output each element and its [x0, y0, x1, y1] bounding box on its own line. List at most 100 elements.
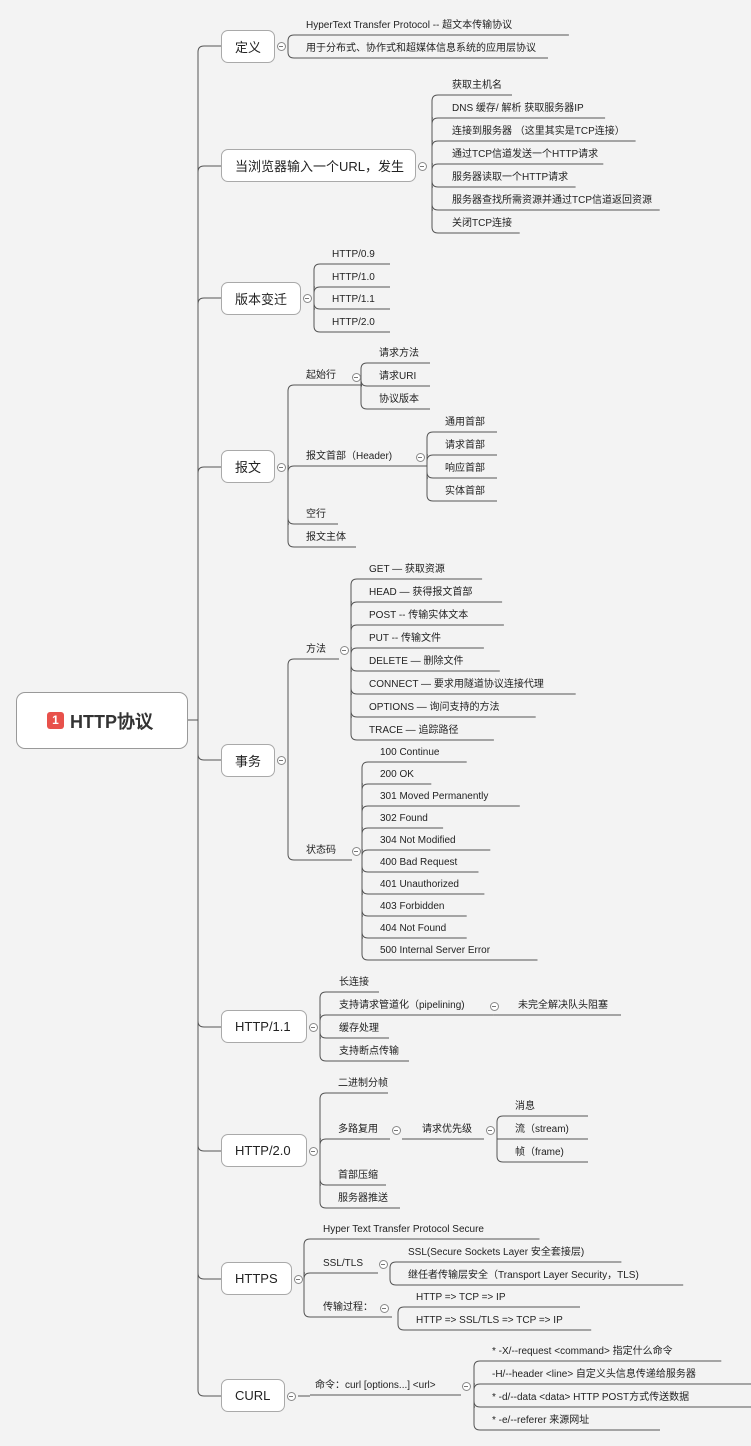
topic-http2-collapse-toggle[interactable]: [308, 1146, 318, 1156]
header-item[interactable]: 响应首部: [445, 463, 485, 474]
ssl-tls-item[interactable]: SSL(Secure Sockets Layer 安全套接层): [408, 1247, 585, 1258]
http11-item[interactable]: 缓存处理: [339, 1023, 379, 1034]
version-item[interactable]: HTTP/2.0: [332, 317, 375, 328]
status-code-item[interactable]: 304 Not Modified: [380, 835, 456, 846]
topic-definition[interactable]: 定义: [221, 30, 275, 63]
definition-item[interactable]: 用于分布式、协作式和超媒体信息系统的应用层协议: [306, 43, 536, 54]
browser-step[interactable]: 连接到服务器 （这里其实是TCP连接）: [452, 126, 625, 137]
multiplexing[interactable]: 多路复用: [338, 1124, 378, 1135]
method-item[interactable]: HEAD — 获得报文首部: [369, 587, 473, 598]
topic-http11[interactable]: HTTP/1.1: [221, 1010, 307, 1043]
status-code-item[interactable]: 400 Bad Request: [380, 857, 458, 868]
binary-framing[interactable]: 二进制分帧: [338, 1078, 388, 1089]
status-code-item[interactable]: 301 Moved Permanently: [380, 791, 489, 802]
http11-item[interactable]: 长连接: [339, 977, 369, 988]
header-item[interactable]: 实体首部: [445, 486, 485, 497]
priority-item[interactable]: 消息: [515, 1101, 535, 1112]
browser-step[interactable]: 服务器查找所需资源并通过TCP信道返回资源: [452, 195, 652, 206]
status-code-item[interactable]: 100 Continue: [380, 747, 440, 758]
topic-http11-collapse-toggle[interactable]: [308, 1022, 318, 1032]
header-item[interactable]: 请求首部: [445, 440, 485, 451]
topic-message-collapse-toggle[interactable]: [276, 462, 286, 472]
browser-step[interactable]: 服务器读取一个HTTP请求: [452, 172, 569, 183]
ssl-tls[interactable]: SSL/TLS: [323, 1258, 364, 1269]
message-body[interactable]: 报文主体: [306, 532, 346, 543]
server-push[interactable]: 服务器推送: [338, 1193, 388, 1204]
topic-https[interactable]: HTTPS: [221, 1262, 292, 1295]
priority-item[interactable]: 流（stream): [515, 1124, 569, 1135]
topic-versions[interactable]: 版本变迁: [221, 282, 301, 315]
start-line-item[interactable]: 协议版本: [379, 394, 419, 405]
version-item[interactable]: HTTP/1.1: [332, 294, 375, 305]
http11-item[interactable]: 支持断点传输: [339, 1046, 399, 1057]
browser-step[interactable]: 关闭TCP连接: [452, 218, 512, 229]
methods-collapse-toggle[interactable]: [339, 645, 349, 655]
http11-item[interactable]: 支持请求管道化（pipelining): [339, 1000, 465, 1011]
method-item[interactable]: OPTIONS — 询问支持的方法: [369, 702, 500, 713]
curl-option[interactable]: * -X/--request <command> 指定什么命令: [492, 1346, 673, 1357]
method-item[interactable]: PUT -- 传输文件: [369, 633, 442, 644]
browser-step[interactable]: DNS 缓存/ 解析 获取服务器IP: [452, 103, 584, 114]
method-item[interactable]: POST -- 传输实体文本: [369, 610, 469, 621]
request-priority[interactable]: 请求优先级: [422, 1124, 472, 1135]
topic-curl[interactable]: CURL: [221, 1379, 285, 1412]
priority-item[interactable]: 帧（frame): [515, 1147, 564, 1158]
header-item[interactable]: 通用首部: [445, 417, 485, 428]
topic-versions-collapse-toggle[interactable]: [302, 293, 312, 303]
curl-command-collapse-toggle[interactable]: [461, 1381, 471, 1391]
browser-step[interactable]: 通过TCP信道发送一个HTTP请求: [452, 149, 599, 160]
topic-https-collapse-toggle[interactable]: [293, 1274, 303, 1284]
start-line-item[interactable]: 请求方法: [379, 348, 419, 359]
status-codes-collapse-toggle[interactable]: [351, 846, 361, 856]
status-code-item[interactable]: 403 Forbidden: [380, 901, 445, 912]
start-line-item[interactable]: 请求URI: [379, 371, 417, 382]
transfer-process[interactable]: 传输过程：: [323, 1302, 373, 1313]
version-item[interactable]: HTTP/1.0: [332, 272, 375, 283]
https-full-name[interactable]: Hyper Text Transfer Protocol Secure: [323, 1224, 484, 1235]
message-blank-line[interactable]: 空行: [306, 509, 326, 520]
curl-option[interactable]: * -e/--referer 来源网址: [492, 1415, 590, 1426]
process-item[interactable]: HTTP => TCP => IP: [416, 1292, 506, 1303]
status-code-item[interactable]: 500 Internal Server Error: [380, 945, 491, 956]
multiplexing-collapse-toggle[interactable]: [391, 1125, 401, 1135]
topic-transaction[interactable]: 事务: [221, 744, 275, 777]
pipelining-note[interactable]: 未完全解决队头阻塞: [518, 1000, 608, 1011]
message-start-line-collapse-toggle[interactable]: [351, 372, 361, 382]
method-item[interactable]: GET — 获取资源: [369, 564, 445, 575]
method-item[interactable]: CONNECT — 要求用隧道协议连接代理: [369, 679, 544, 690]
request-priority-collapse-toggle[interactable]: [485, 1125, 495, 1135]
method-item[interactable]: DELETE — 删除文件: [369, 656, 464, 667]
definition-item[interactable]: HyperText Transfer Protocol -- 超文本传输协议: [306, 20, 513, 31]
status-code-item[interactable]: 302 Found: [380, 813, 428, 824]
status-codes-label[interactable]: 状态码: [306, 845, 336, 856]
method-item[interactable]: TRACE — 追踪路径: [369, 725, 459, 736]
topic-browser-collapse-toggle[interactable]: [417, 161, 427, 171]
topic-curl-collapse-toggle[interactable]: [286, 1391, 296, 1401]
process-item[interactable]: HTTP => SSL/TLS => TCP => IP: [416, 1315, 563, 1326]
topic-transaction-collapse-toggle[interactable]: [276, 755, 286, 765]
pipelining-collapse-toggle[interactable]: [489, 1001, 499, 1011]
ssl-tls-item[interactable]: 继任者传输层安全（Transport Layer Security，TLS): [408, 1270, 639, 1281]
version-item[interactable]: HTTP/0.9: [332, 249, 375, 260]
curl-option[interactable]: * -d/--data <data> HTTP POST方式传送数据: [492, 1392, 690, 1403]
status-code-item[interactable]: 401 Unauthorized: [380, 879, 459, 890]
topic-http2[interactable]: HTTP/2.0: [221, 1134, 307, 1167]
browser-step[interactable]: 获取主机名: [452, 80, 502, 91]
message-header[interactable]: 报文首部（Header): [306, 451, 393, 462]
topic-definition-collapse-toggle[interactable]: [276, 41, 286, 51]
curl-option[interactable]: -H/--header <line> 自定义头信息传递给服务器: [492, 1369, 696, 1380]
ssl-tls-collapse-toggle[interactable]: [378, 1259, 388, 1269]
header-compression[interactable]: 首部压缩: [338, 1170, 378, 1181]
status-code-item[interactable]: 404 Not Found: [380, 923, 447, 934]
status-code-item[interactable]: 200 OK: [380, 769, 414, 780]
topic-browser[interactable]: 当浏览器输入一个URL，发生: [221, 149, 416, 182]
message-start-line[interactable]: 起始行: [306, 370, 336, 381]
topic-message[interactable]: 报文: [221, 450, 275, 483]
methods-label[interactable]: 方法: [306, 644, 326, 655]
curl-command[interactable]: 命令：curl [options...] <url>: [315, 1380, 436, 1391]
message-header-collapse-toggle[interactable]: [415, 452, 425, 462]
transfer-process-collapse-toggle[interactable]: [379, 1303, 389, 1313]
topic-number-badge: 1: [47, 712, 64, 729]
